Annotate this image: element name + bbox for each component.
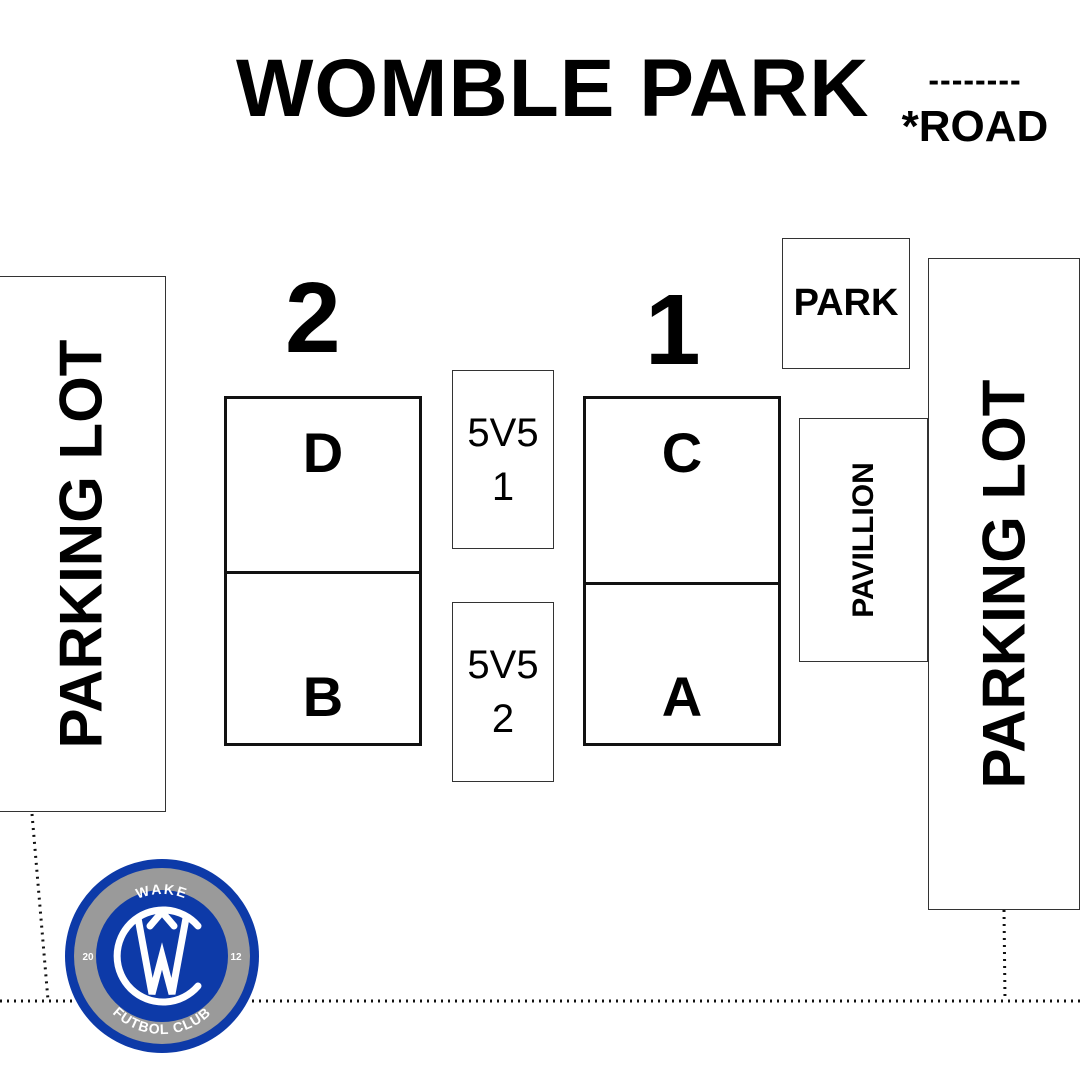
small-field-1-label: 5V5: [467, 410, 539, 455]
complex-1-label: 1: [645, 274, 701, 386]
road-legend: -------- *ROAD: [900, 62, 1050, 152]
road-legend-symbol: --------: [928, 62, 1022, 98]
small-field-1-number: 1: [491, 464, 515, 509]
small-field-2: 5V5 2: [452, 602, 554, 782]
field-b-label: B: [302, 665, 344, 728]
field-d-b: D B: [224, 396, 422, 746]
field-divider: [586, 582, 778, 585]
road-legend-label: *ROAD: [901, 102, 1049, 151]
road-left-connector: [30, 813, 50, 1001]
field-c-a: C A: [583, 396, 781, 746]
logo-mark: [113, 906, 202, 1006]
road-right-connector: [1002, 909, 1007, 1001]
park-box: PARK: [782, 238, 910, 369]
small-field-2-number: 2: [491, 697, 515, 741]
field-divider: [227, 571, 419, 574]
small-field-1: 5V5 1: [452, 370, 554, 549]
park-box-label: PARK: [793, 282, 899, 324]
small-field-2-label: 5V5: [467, 643, 539, 687]
wake-futbol-club-logo: WAKE FUTBOL CLUB 20 12: [65, 859, 259, 1053]
field-c-label: C: [661, 421, 703, 484]
logo-year-left: 20: [82, 952, 94, 963]
field-d-label: D: [302, 421, 344, 484]
pavilion: PAVILLION: [799, 418, 928, 662]
map-title: WOMBLE PARK: [236, 43, 870, 134]
parking-lot-right: PARKING LOT: [928, 258, 1080, 910]
logo-year-right: 12: [230, 952, 242, 963]
parking-lot-left: PARKING LOT: [0, 276, 166, 812]
field-a-label: A: [661, 665, 703, 728]
complex-2-label: 2: [285, 262, 341, 374]
logo-top-text: WAKE: [134, 881, 190, 902]
